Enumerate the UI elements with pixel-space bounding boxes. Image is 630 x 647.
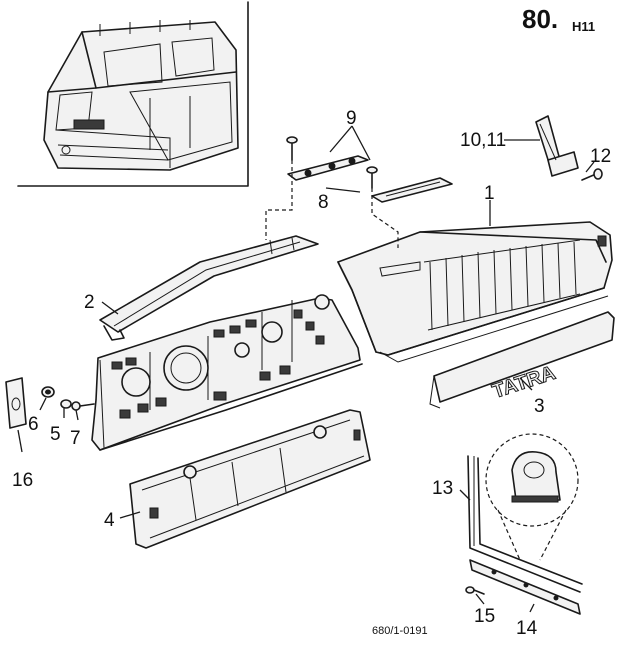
page-number: 80. (522, 4, 558, 34)
assembly-line-8 (371, 188, 399, 248)
screw-9b (366, 166, 378, 189)
callout-12: 12 (590, 146, 611, 167)
callout-3: 3 (534, 396, 545, 417)
callout-15: 15 (474, 606, 495, 627)
vent-slats (423, 239, 581, 331)
callout-2: 2 (84, 292, 95, 313)
callout-1: 1 (484, 183, 495, 204)
part-4-lower-panel (129, 409, 371, 549)
cab-overview-inset (17, 1, 249, 187)
callout-5: 5 (50, 424, 61, 445)
part-7-screw (71, 401, 95, 411)
part-1-dash-cover (337, 221, 613, 363)
part-13-seal-strip (467, 455, 583, 593)
part-8-bracket-rear (371, 177, 453, 203)
callout-4: 4 (104, 510, 115, 531)
part-10-11-bracket (535, 115, 579, 177)
part-14-rail (469, 559, 581, 615)
part-5-washer (60, 399, 72, 409)
part-6-nut (41, 386, 55, 398)
callout-8: 8 (318, 192, 329, 213)
assembly-line-9 (265, 160, 293, 240)
seal-detail-view (485, 433, 579, 561)
truck-cab-drawing (43, 20, 239, 171)
screw-9a (286, 136, 298, 161)
callout-13: 13 (432, 478, 453, 499)
part-9-bracket-front (287, 155, 369, 181)
page-suffix: H11 (572, 19, 595, 34)
left-gauge (121, 367, 151, 397)
callout-16: 16 (12, 470, 33, 491)
part-12-screw (581, 168, 603, 181)
callout-6: 6 (28, 414, 39, 435)
part-2-rail-trim (99, 235, 319, 341)
callout-7: 7 (70, 428, 81, 449)
callout-14: 14 (516, 618, 538, 639)
part-15-screw (465, 586, 485, 595)
drawing-code: 680/1-0191 (372, 625, 428, 637)
center-gauge (261, 321, 283, 343)
instrument-panel (91, 294, 363, 451)
callout-9: 9 (346, 108, 357, 129)
leader-lines (17, 125, 595, 613)
callout-10-11: 10,11 (460, 130, 506, 151)
part-16-plate (5, 377, 27, 429)
